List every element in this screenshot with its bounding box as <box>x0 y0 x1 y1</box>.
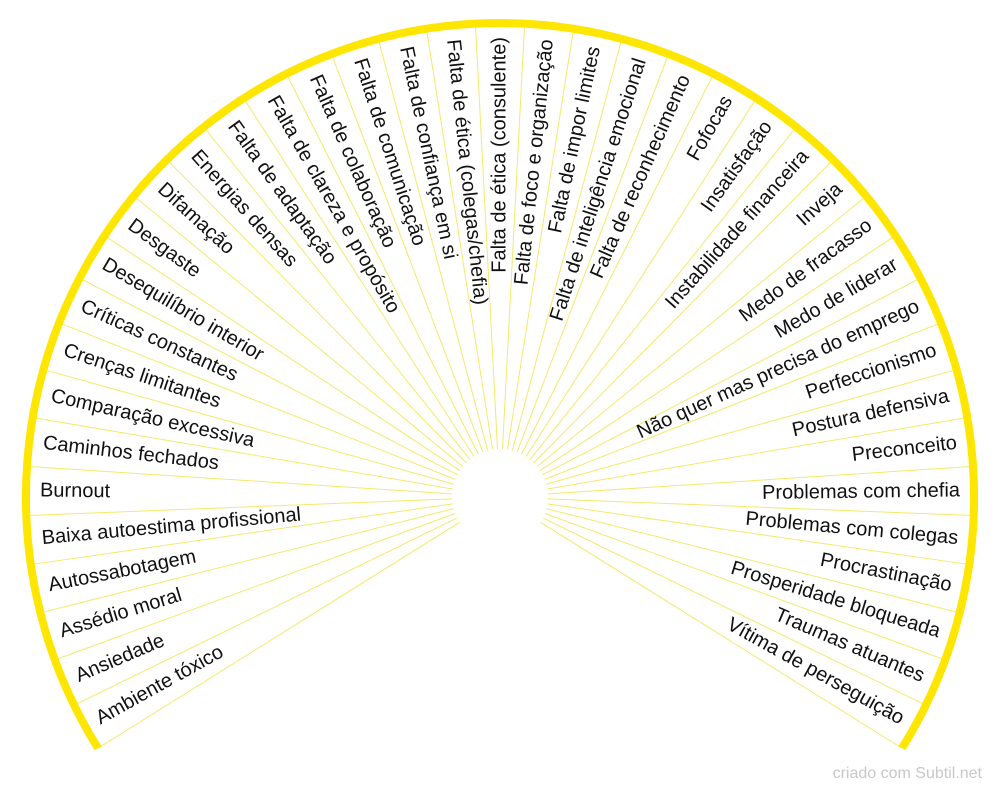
spoke-line <box>546 368 957 485</box>
spoke-line <box>79 277 458 476</box>
spoke-line <box>533 159 834 464</box>
spoke-line <box>547 498 974 517</box>
spoke-line <box>547 503 970 566</box>
spoke-line <box>539 235 896 471</box>
spoke-line <box>203 126 471 460</box>
spoke-line <box>511 38 623 451</box>
spoke-line <box>516 53 670 453</box>
spoke-line <box>547 465 974 495</box>
spoke-line <box>54 513 456 661</box>
spoke-line <box>97 522 460 749</box>
spoke-line <box>536 195 867 467</box>
spoke-line <box>330 53 484 453</box>
spoke-line <box>104 235 461 471</box>
spoke-line <box>58 322 456 480</box>
spoke-line <box>501 23 526 450</box>
spoke-line <box>525 97 757 457</box>
segment-label: Inveja <box>792 178 847 231</box>
spoke-line <box>133 195 464 467</box>
spoke-line <box>43 368 454 485</box>
spoke-line <box>30 503 453 566</box>
inner-hub <box>452 449 548 545</box>
spoke-line <box>32 416 453 490</box>
spoke-line <box>73 517 458 706</box>
spoke-line <box>542 277 921 476</box>
credit-text: criado com Subtil.net <box>832 765 982 782</box>
spokes <box>26 23 974 749</box>
spoke-line <box>547 416 968 490</box>
spoke-line <box>544 322 942 480</box>
spoke-line <box>40 508 454 614</box>
spoke-line <box>474 23 499 450</box>
segment-label: Problemas com chefia <box>762 479 961 504</box>
spoke-line <box>425 28 494 450</box>
spoke-line <box>546 508 960 614</box>
spoke-line <box>243 97 475 457</box>
spoke-line <box>542 517 927 706</box>
segment-label: Fofocas <box>683 92 737 165</box>
spoke-line <box>166 159 467 464</box>
spoke-line <box>377 38 489 451</box>
segment-label: Falta de ética (consulente) <box>488 37 510 273</box>
outer-arc <box>22 19 978 751</box>
spoke-line <box>521 73 715 455</box>
spoke-line <box>540 522 903 749</box>
spoke-line <box>285 73 479 455</box>
segment-label: Preconceito <box>851 432 958 466</box>
spoke-line <box>529 126 797 460</box>
segment-label: Falta de ética (colegas/chefia) <box>442 38 492 306</box>
spoke-line <box>506 28 575 450</box>
spoke-line <box>544 513 946 661</box>
spoke-line <box>26 498 453 517</box>
spoke-line <box>26 465 453 495</box>
segment-label: Burnout <box>40 479 111 502</box>
